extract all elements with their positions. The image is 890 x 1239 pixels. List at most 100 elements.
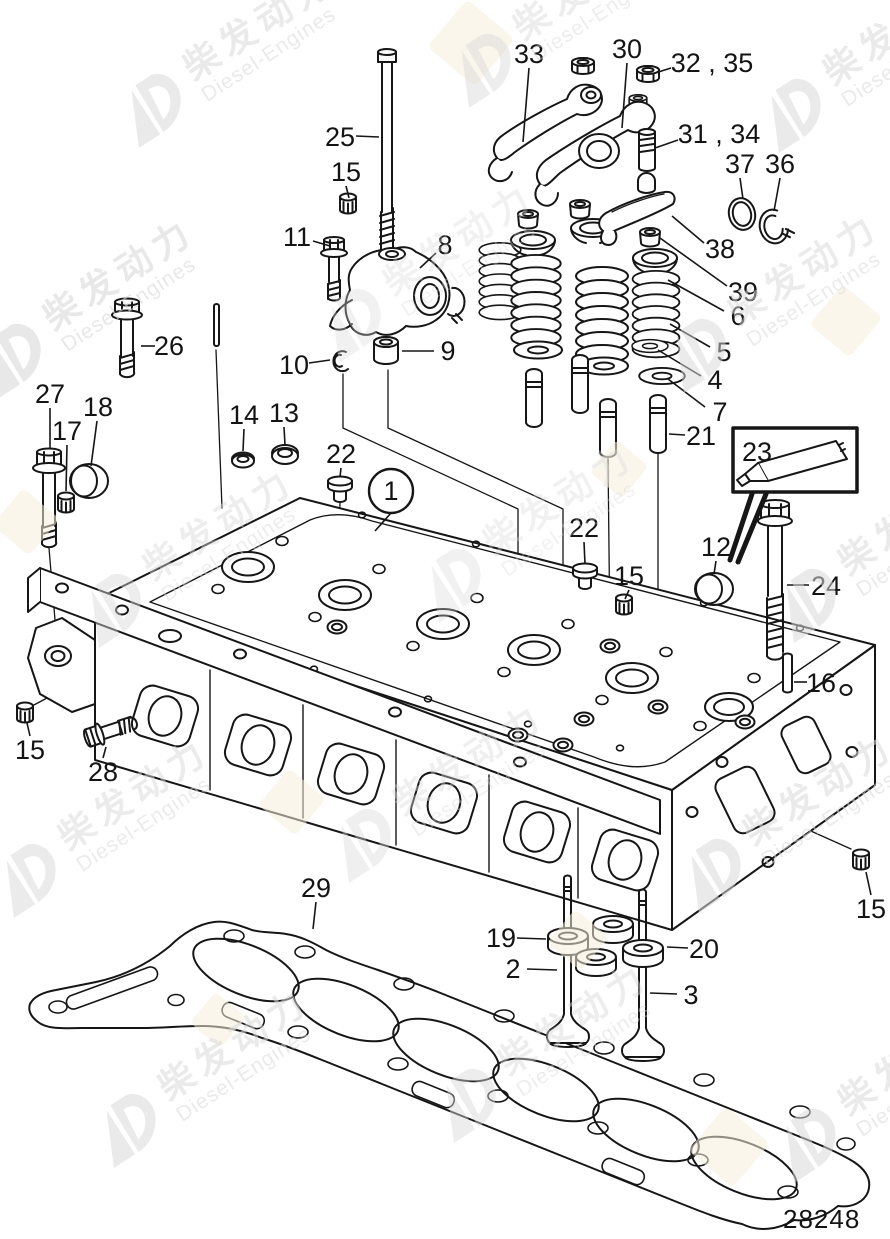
dowel-16 bbox=[782, 652, 793, 694]
seal-ring-14 bbox=[231, 451, 255, 469]
leader-line-33 bbox=[522, 67, 530, 143]
valves bbox=[546, 874, 665, 1062]
head-gasket bbox=[28, 920, 871, 1230]
leader-line-15 bbox=[26, 722, 31, 737]
leader-line-18 bbox=[90, 420, 98, 467]
leader-line-3 bbox=[649, 992, 678, 995]
rocker-arm-30 bbox=[534, 100, 656, 207]
bushing-9 bbox=[373, 336, 399, 365]
callout-6: 6 bbox=[730, 301, 745, 331]
cup-plug-12 bbox=[694, 572, 734, 606]
bracket-38 bbox=[598, 190, 676, 246]
leader-line-1 bbox=[374, 512, 392, 532]
callout-21: 21 bbox=[686, 421, 716, 451]
callout-38: 38 bbox=[705, 234, 735, 264]
callout-24: 24 bbox=[811, 571, 841, 601]
callout-26: 26 bbox=[154, 331, 184, 361]
leader-line-29 bbox=[312, 901, 317, 930]
callout-33: 33 bbox=[514, 39, 544, 69]
callout-39: 39 bbox=[728, 277, 758, 307]
leader-line-36 bbox=[773, 177, 781, 212]
rocker-arm-group bbox=[487, 57, 796, 246]
callout-19: 19 bbox=[486, 923, 516, 953]
bolt-24 bbox=[757, 499, 793, 661]
callout-12: 12 bbox=[701, 532, 731, 562]
callout-29: 29 bbox=[301, 873, 331, 903]
valve-spring-cluster bbox=[478, 199, 686, 458]
leader-line-38 bbox=[671, 215, 705, 244]
seal-ring-13 bbox=[271, 444, 299, 465]
leader-line-22 bbox=[583, 541, 586, 565]
callout-14: 14 bbox=[229, 400, 259, 430]
leader-line-28 bbox=[102, 746, 107, 759]
clip-10 bbox=[332, 350, 349, 373]
leader-line-8 bbox=[419, 252, 437, 269]
callout-9: 9 bbox=[440, 336, 455, 366]
leader-line-32,35 bbox=[651, 67, 672, 75]
leader-line-39 bbox=[659, 237, 728, 287]
bolt-28 bbox=[83, 715, 138, 748]
leader-line-31,34 bbox=[654, 139, 679, 149]
callout-3: 3 bbox=[683, 980, 698, 1010]
leader-line-13 bbox=[283, 426, 286, 446]
leader-line-12 bbox=[713, 560, 717, 575]
leader-line-6 bbox=[667, 279, 725, 312]
callout-2: 2 bbox=[505, 954, 520, 984]
callout-5: 5 bbox=[716, 337, 731, 367]
callout-13: 13 bbox=[269, 398, 299, 428]
callout-20: 20 bbox=[689, 934, 719, 964]
leader-line-10 bbox=[308, 359, 331, 364]
bolt-11 bbox=[320, 236, 348, 302]
callout-circle-1 bbox=[367, 467, 415, 515]
leader-line-22 bbox=[339, 467, 342, 478]
callout-37: 37 bbox=[725, 149, 755, 179]
callout-27: 27 bbox=[35, 379, 65, 409]
exhaust-ports bbox=[130, 684, 660, 892]
callout-8: 8 bbox=[437, 230, 452, 260]
gasket-bores bbox=[192, 937, 798, 1201]
callout-4: 4 bbox=[707, 365, 722, 395]
callout-22: 22 bbox=[326, 439, 356, 469]
callout-25: 25 bbox=[325, 122, 355, 152]
callout-16: 16 bbox=[806, 668, 836, 698]
front-webs bbox=[209, 669, 579, 899]
callout-1: 1 bbox=[383, 476, 398, 506]
sealant-tube bbox=[757, 440, 848, 482]
cup-plug-18 bbox=[69, 463, 109, 499]
pointer-wedge bbox=[727, 491, 769, 565]
retaining-ring-36 bbox=[758, 208, 796, 245]
leader-line-2 bbox=[526, 968, 558, 971]
bolt-26 bbox=[111, 297, 143, 379]
leader-line-7 bbox=[667, 378, 706, 408]
pivot-stud-31-34 bbox=[637, 128, 656, 194]
callout-17: 17 bbox=[52, 416, 82, 446]
callout-15: 15 bbox=[856, 894, 886, 924]
leader-line-20 bbox=[666, 946, 689, 949]
callout-23: 23 bbox=[742, 437, 772, 467]
callout-18: 18 bbox=[83, 392, 113, 422]
callout-22: 22 bbox=[569, 513, 599, 543]
callout-15: 15 bbox=[331, 157, 361, 187]
leader-line-15 bbox=[865, 871, 872, 896]
callout-7: 7 bbox=[712, 397, 727, 427]
rocker-arm-33 bbox=[487, 83, 603, 183]
fasteners bbox=[16, 297, 870, 871]
leader-line-15 bbox=[345, 185, 350, 199]
head-bolt-holes bbox=[326, 619, 756, 753]
stud-25 bbox=[377, 48, 397, 257]
front-flange bbox=[27, 567, 661, 835]
deck-chambers bbox=[221, 551, 754, 722]
leader-line-19 bbox=[516, 937, 547, 940]
callout-31,34: 31 , 34 bbox=[678, 119, 761, 149]
callout-15: 15 bbox=[614, 561, 644, 591]
leader-line-14 bbox=[242, 428, 245, 452]
leader-line-21 bbox=[668, 433, 686, 436]
callout-30: 30 bbox=[612, 34, 642, 64]
snap-ring bbox=[447, 286, 466, 324]
callout-11: 11 bbox=[283, 222, 311, 252]
right-end-face bbox=[685, 684, 859, 868]
rocker-pedestal-group bbox=[213, 48, 466, 373]
